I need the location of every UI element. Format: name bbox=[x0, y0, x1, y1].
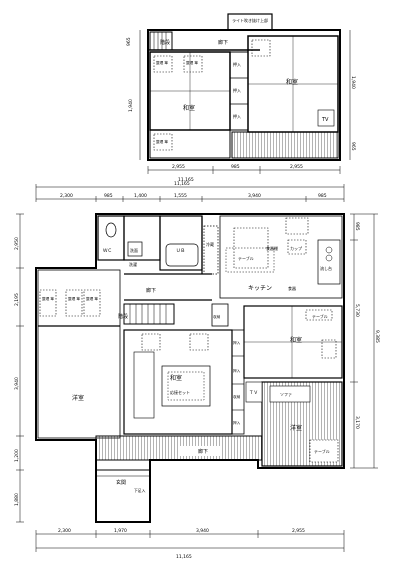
kitchen-room bbox=[219, 215, 343, 299]
counter-label: 食器棚 bbox=[266, 245, 278, 251]
tv-label: ＴＶ bbox=[249, 390, 258, 396]
upper-hall-label: 廊下 bbox=[218, 39, 228, 46]
kitchen-board-label: 食器 bbox=[288, 285, 296, 291]
ground-dim-top-5: 3,940 bbox=[248, 193, 261, 199]
ground-dim-right-2: 5,730 bbox=[354, 304, 360, 317]
wardrobe-3-label: 整理 箪 bbox=[86, 296, 98, 301]
closet-1-label: 押入 bbox=[233, 340, 241, 345]
upper-dim-bottom-3: 2,955 bbox=[290, 164, 303, 170]
upper-dim-bottom-1: 2,955 bbox=[172, 164, 185, 170]
upper-stairs-label: 階段 bbox=[160, 39, 170, 46]
upper-dim-left: 1,940 bbox=[128, 99, 134, 112]
yoshitsu-right-label: 洋室 bbox=[290, 424, 302, 432]
upper-dim-right-2: 965 bbox=[350, 142, 356, 151]
fridge-label: 冷蔵 bbox=[206, 241, 214, 247]
ground-total-top: 11,165 bbox=[174, 181, 190, 187]
sofa-label: ソファ bbox=[280, 392, 292, 397]
washitsu-center bbox=[123, 329, 233, 435]
upper-dim-right-1: 1,940 bbox=[350, 76, 356, 89]
cupboard-label: カップ bbox=[290, 245, 302, 251]
upper-veranda bbox=[231, 131, 339, 159]
hall-bottom bbox=[95, 435, 263, 461]
ground-dim-left-3: 3,940 bbox=[14, 377, 20, 390]
ground-dim-top-6: 985 bbox=[318, 193, 327, 199]
ground-dim-top-3: 1,400 bbox=[134, 193, 147, 199]
ground-dim-left-4: 1,200 bbox=[14, 449, 20, 462]
wc-label: ＷＣ bbox=[103, 248, 112, 254]
upper-dim-top: 965 bbox=[126, 37, 132, 46]
wash-machine-label: 洗濯 bbox=[129, 261, 137, 267]
upper-balcony-label: ライト吹き抜け上部 bbox=[232, 17, 268, 23]
reception-label: 応接セット bbox=[170, 389, 190, 395]
ground-total-right: 9,385 bbox=[374, 330, 380, 343]
yoshitsu-left-label: 洋室 bbox=[72, 394, 84, 402]
ground-dim-top-4: 1,555 bbox=[174, 193, 187, 199]
ground-dim-top-2: 985 bbox=[104, 193, 113, 199]
kitchen-label: キッチン bbox=[248, 285, 272, 292]
ground-outer-wall bbox=[35, 213, 345, 523]
ground-dim-top-1: 2,300 bbox=[60, 193, 73, 199]
yoshitsu-left bbox=[37, 269, 121, 439]
wall-storage-label: 収納 bbox=[213, 314, 221, 319]
sink-label: 流し台 bbox=[320, 265, 332, 271]
table-right-label: テーブル bbox=[312, 313, 328, 319]
table-br-label: テーブル bbox=[314, 448, 330, 454]
washitsu-center-label: 和室 bbox=[170, 374, 182, 382]
hall-1-label: 廊下 bbox=[146, 287, 156, 294]
wardrobe-2-label: 整理 箪 bbox=[68, 296, 80, 301]
ground-dim-right-1: 985 bbox=[354, 222, 360, 231]
ground-dim-bottom-3: 3,940 bbox=[196, 528, 209, 534]
upper-balcony bbox=[227, 13, 273, 31]
closet-4-label: 押入 bbox=[233, 420, 241, 425]
ground-dim-left-5: 1,880 bbox=[14, 493, 20, 506]
upper-washitsu-right-label: 和室 bbox=[286, 78, 298, 86]
stairs-label: 階段 bbox=[118, 313, 128, 320]
upper-dim-bottom-2: 985 bbox=[231, 164, 240, 170]
entrance bbox=[95, 469, 151, 523]
table-label: テーブル bbox=[238, 255, 254, 261]
upper-cabinet-b: 整理 箪 bbox=[186, 60, 198, 65]
closet-3-label: 収納 bbox=[233, 394, 241, 399]
ground-dim-left-1: 2,950 bbox=[14, 237, 20, 250]
shoe-label: 下足入 bbox=[134, 488, 146, 493]
ground-total-bottom: 11,165 bbox=[176, 554, 192, 560]
entrance-label: 玄関 bbox=[116, 479, 126, 486]
upper-tv-label: TV bbox=[321, 117, 329, 123]
closet-2-label: 押入 bbox=[233, 368, 241, 373]
upper-cabinet-c: 整理 箪 bbox=[156, 139, 168, 144]
ground-dim-bottom-4: 2,955 bbox=[292, 528, 305, 534]
washroom-label: 洗面 bbox=[130, 247, 138, 253]
upper-oshiire-2: 押入 bbox=[233, 87, 241, 93]
upper-total-bottom: 11,165 bbox=[178, 177, 194, 183]
ground-dim-left-2: 2,195 bbox=[14, 293, 20, 306]
wardrobe-1-label: 整理 箪 bbox=[42, 296, 54, 301]
upper-oshiire-3: 押入 bbox=[233, 113, 241, 119]
hall-2-label: 廊下 bbox=[198, 448, 208, 455]
ground-dim-right-3: 3,170 bbox=[354, 416, 360, 429]
upper-cabinet-a: 整理 箪 bbox=[156, 60, 168, 65]
upper-floor: 階段 廊下 ライト吹き抜け上部 和室 和室 押入 押入 押入 TV 整理 箪 整… bbox=[126, 13, 356, 183]
ground-dim-bottom-1: 2,300 bbox=[58, 528, 71, 534]
ground-floor: 11,165 2,300 985 1,400 1,555 3,940 985 bbox=[14, 181, 380, 560]
washitsu-right-label: 和室 bbox=[290, 336, 302, 344]
ground-dim-bottom-2: 1,970 bbox=[114, 528, 127, 534]
upper-washitsu-left-label: 和室 bbox=[183, 104, 195, 112]
ub-label: ＵＢ bbox=[176, 248, 185, 254]
upper-oshiire-1: 押入 bbox=[233, 61, 241, 67]
